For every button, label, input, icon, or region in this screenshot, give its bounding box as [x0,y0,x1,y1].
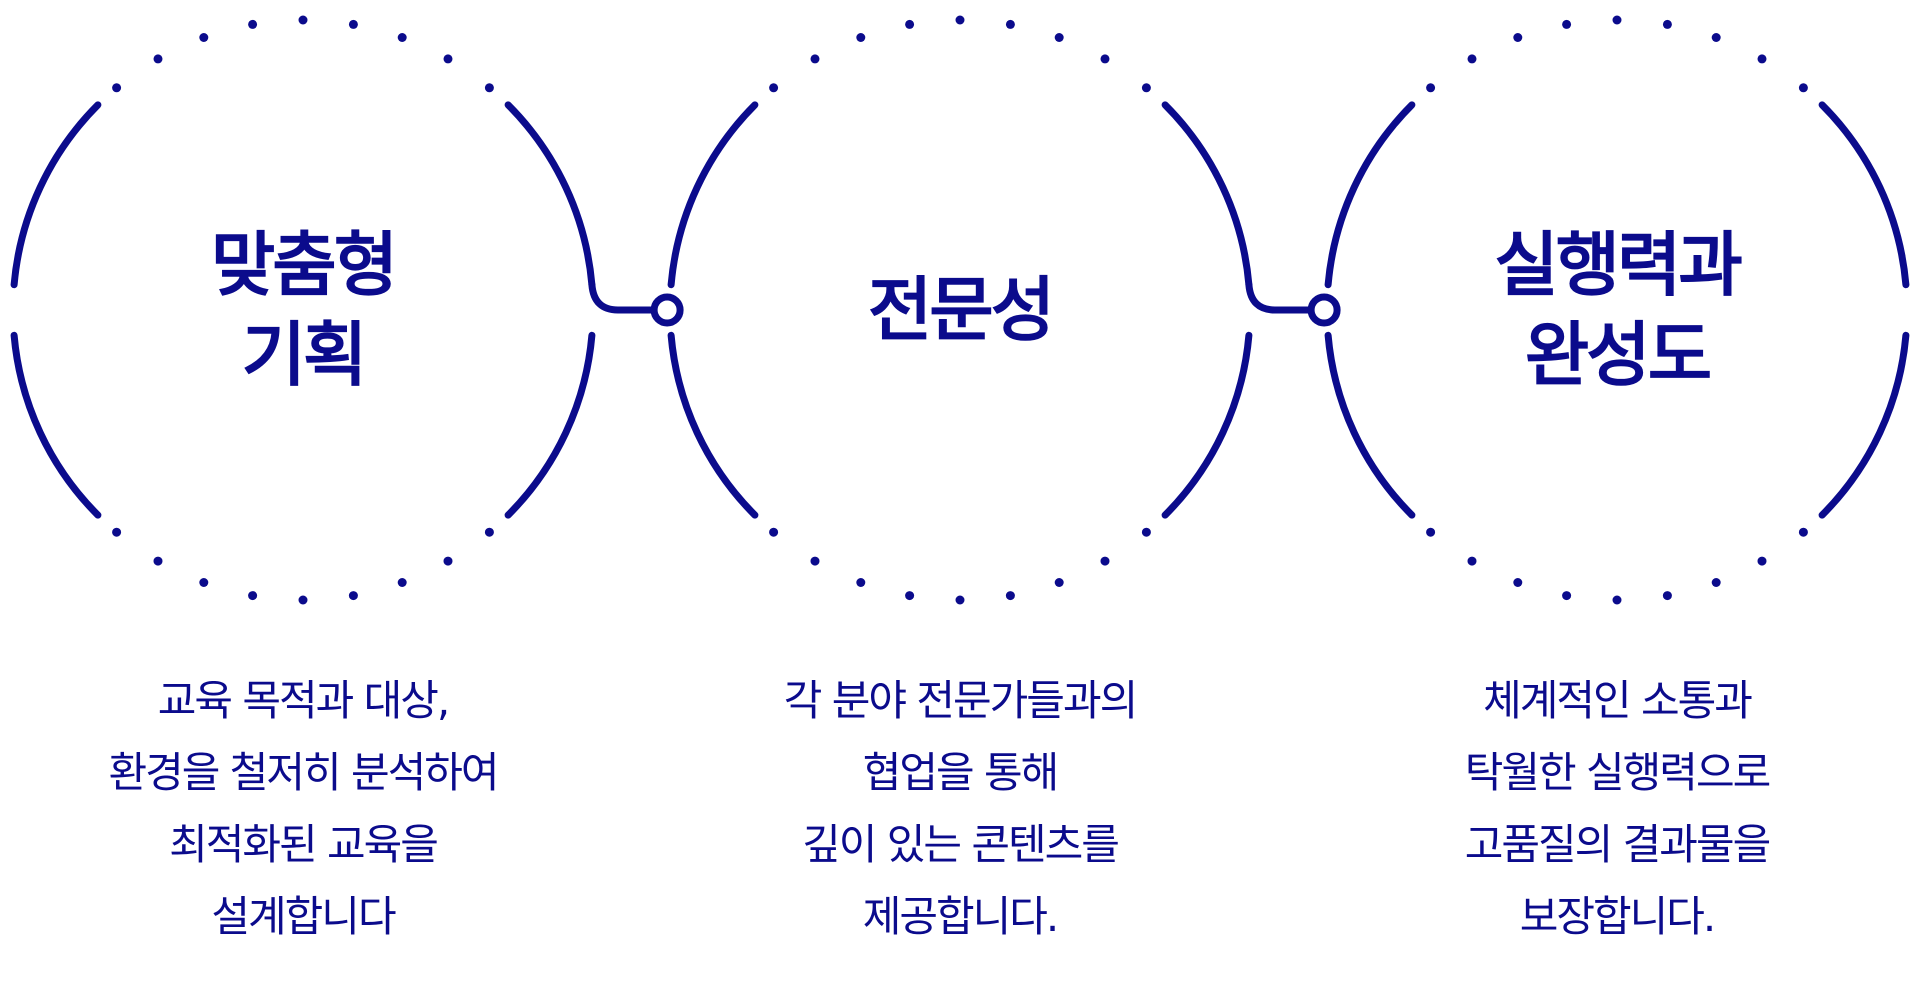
caption-line: 고품질의 결과물을 [1464,820,1771,869]
ring-dot [1100,54,1110,64]
ring-dot [1054,33,1064,42]
ring-dot [1467,54,1477,64]
ring-dot [1005,591,1015,601]
connector-line [1245,281,1315,314]
ring-dot [443,556,453,566]
caption-line: 체계적인 소통과 [1483,676,1753,725]
ring-dot [1005,19,1015,29]
ring-dot [443,54,453,64]
caption-line: 탁월한 실행력으로 [1464,748,1771,797]
connector-node [650,293,684,327]
ring-dot [1513,578,1523,587]
ring-arc-right-upper [1161,101,1253,289]
connector-line [588,281,658,314]
ring-dot [112,83,122,93]
ring-dot [1757,556,1767,566]
connector-1 [588,281,684,327]
ring-arc-left-lower [10,331,102,519]
ring-dot [484,83,494,93]
ring-dot [1562,591,1572,601]
ring-dot [1711,33,1721,42]
ring-dot [905,19,915,29]
caption-line: 교육 목적과 대상, [157,676,451,725]
circle-title-2: 전문성 [760,265,1160,355]
connector-2 [1245,281,1341,327]
ring-dot [769,527,779,537]
circle-ring-3 [1324,15,1910,605]
ring-dot [248,19,258,29]
ring-dot [199,578,209,587]
caption-line: 설계합니다 [211,892,396,941]
ring-arc-left-upper [10,101,102,289]
ring-dot [1757,54,1767,64]
ring-arc-left-lower [667,331,759,519]
caption-line: 최적화된 교육을 [169,820,439,869]
ring-dot [1562,19,1572,29]
ring-dot [1141,527,1151,537]
ring-dot [298,15,308,25]
ring-dot [397,578,407,587]
ring-dot [1426,527,1436,537]
ring-arc-left-upper [1324,101,1416,289]
ring-dot [1513,33,1523,42]
circle-title-line: 전문성 [867,269,1055,351]
caption-line: 깊이 있는 콘텐츠를 [802,820,1120,869]
ring-dot [955,15,965,25]
ring-dot [955,595,965,605]
caption-line: 제공합니다. [862,892,1060,941]
ring-dot [856,578,866,587]
ring-dot [1711,578,1721,587]
caption-line: 협업을 통해 [862,748,1060,797]
ring-dot [1054,578,1064,587]
ring-arc-right-upper [504,101,596,289]
connector-node [1307,293,1341,327]
circle-title-line: 완성도 [1524,314,1712,396]
ring-dot [1798,527,1808,537]
caption-line: 각 분야 전문가들과의 [783,676,1138,725]
ring-arc-right-lower [504,331,596,519]
ring-dot [397,33,407,42]
ring-dot [810,54,820,64]
ring-arc-left-lower [1324,331,1416,519]
ring-arc-right-upper [1818,101,1910,289]
ring-dot [1612,15,1622,25]
ring-dot [348,591,358,601]
ring-dot [153,54,163,64]
circle-ring-1 [10,15,596,605]
caption-line: 환경을 철저히 분석하여 [108,748,499,797]
ring-dot [153,556,163,566]
ring-dot [1798,83,1808,93]
ring-dot [856,33,866,42]
circle-ring-2 [667,15,1253,605]
ring-dot [1100,556,1110,566]
ring-dot [810,556,820,566]
ring-arc-right-lower [1161,331,1253,519]
ring-dot [769,83,779,93]
ring-dot [484,527,494,537]
ring-dot [199,33,209,42]
ring-dot [248,591,258,601]
circle-title-line: 맞춤형 [210,224,398,306]
caption-line: 보장합니다. [1519,892,1717,941]
ring-dot [1662,591,1672,601]
ring-dot [905,591,915,601]
ring-dot [1426,83,1436,93]
ring-dot [1141,83,1151,93]
ring-dot [1612,595,1622,605]
ring-dot [348,19,358,29]
circle-title-line: 기획 [241,314,368,396]
ring-dot [112,527,122,537]
circle-title-line: 실행력과 [1494,224,1743,306]
ring-dot [298,595,308,605]
ring-dot [1662,19,1672,29]
ring-arc-right-lower [1818,331,1910,519]
ring-dot [1467,556,1477,566]
ring-arc-left-upper [667,101,759,289]
